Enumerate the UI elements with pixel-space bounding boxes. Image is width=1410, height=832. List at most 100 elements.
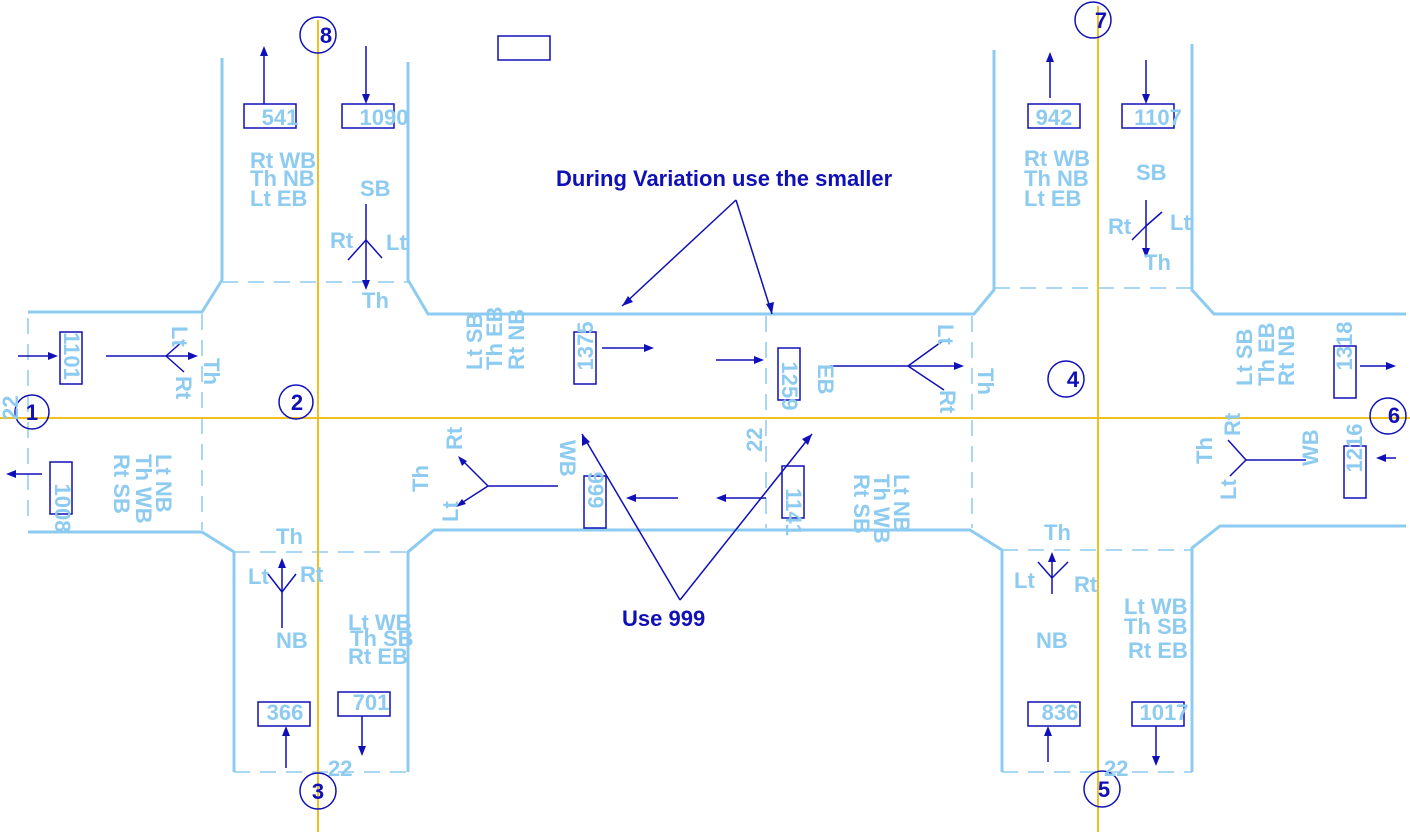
node-5-label: 5 [1098, 777, 1110, 802]
volume-1017: 1017 [1140, 700, 1189, 725]
node-3-label: 3 [312, 779, 324, 804]
volume-boxes-bottom: 366 701 836 1017 [257, 690, 1189, 727]
volume-box-999 [583, 475, 607, 529]
node-2-label: 2 [291, 390, 303, 415]
volume-1090: 1090 [360, 105, 409, 130]
label-rt-sb: Rt SB [109, 454, 134, 514]
movement-labels-n7: Rt WB Th NB Lt EB SB Rt Lt Th [1024, 146, 1191, 275]
volume-1101: 1101 [59, 332, 84, 380]
volume-1375: 1375 [573, 322, 598, 371]
volume-box-1141 [781, 465, 805, 519]
movement-labels-link-bottom: Rt Th Lt WB Lt NB Th WB Rt SB [408, 426, 914, 544]
volume-boxes-rotated: 1101 1008 1375 1259 999 1141 1318 1216 [49, 322, 1367, 536]
label-rt-eb: Rt EB [348, 644, 408, 669]
label-th: Th [362, 288, 389, 313]
node-5-circle [1083, 770, 1121, 808]
node-7-circle [1074, 1, 1112, 39]
node-4-label: 4 [1067, 367, 1080, 392]
nodes: 1 2 3 4 5 6 7 8 [14, 1, 1407, 810]
label-wb: WB [1298, 429, 1323, 466]
centre-axes [0, 6, 1410, 832]
movement-labels-n2-eb: Lt Th Rt Lt NB Th WB Rt SB [109, 326, 224, 524]
road-edges [28, 44, 1406, 772]
label-lt-nb: Lt NB [889, 474, 914, 533]
label-th: Th [1192, 437, 1217, 464]
node-2-circle [278, 384, 314, 420]
label-rt-eb: Rt EB [1128, 638, 1188, 663]
label-eb: EB [813, 364, 838, 395]
node-8-label: 8 [320, 23, 332, 48]
volume-942: 942 [1036, 105, 1073, 130]
label-wb: WB [555, 440, 580, 477]
volume-1107: 1107 [1134, 105, 1182, 130]
volume-box-1107 [1121, 103, 1175, 129]
volume-1008: 1008 [50, 484, 75, 533]
label-rt: Rt [935, 390, 960, 414]
movement-labels-link-top: Lt SB Th EB Rt NB EB Lt Th Rt [462, 306, 998, 413]
use-999-note: Use 999 [622, 606, 705, 631]
label-lt-eb: Lt EB [1024, 186, 1081, 211]
node-7-label: 7 [1095, 8, 1107, 33]
volume-541: 541 [262, 105, 299, 130]
label-th-eb: Th EB [1254, 322, 1279, 386]
volume-999: 999 [583, 472, 608, 509]
label-th-nb: Th NB [250, 166, 315, 191]
label-lt: Lt [438, 501, 463, 522]
volume-box-1318 [1333, 345, 1357, 399]
label-rt: Rt [442, 426, 467, 450]
volume-box-1101 [59, 331, 83, 385]
label-th-sb: Th SB [350, 626, 414, 651]
callout-lines [581, 199, 813, 601]
label-lt-sb: Lt SB [1232, 329, 1257, 386]
label-sb: SB [360, 176, 391, 201]
label-rt: Rt [171, 376, 196, 400]
label-rt-wb: Rt WB [1024, 146, 1090, 171]
movement-labels-n3: Th Lt Rt NB Lt WB Th SB Rt EB [248, 524, 414, 669]
volume-box-1017 [1131, 701, 1185, 727]
label-rt: Rt [1074, 572, 1098, 597]
volume-701: 701 [353, 690, 390, 715]
turn-arrows [106, 200, 1306, 628]
empty-box [497, 35, 551, 61]
label-th-sb: Th SB [1124, 614, 1188, 639]
label-th: Th [973, 368, 998, 395]
label-rt: Rt [1108, 214, 1132, 239]
volume-box-1008 [49, 461, 73, 515]
label-th-nb: Th NB [1024, 166, 1089, 191]
label-lt: Lt [933, 324, 958, 345]
node-6-label: 6 [1388, 403, 1400, 428]
node-6-circle [1369, 397, 1407, 435]
label-th: Th [408, 465, 433, 492]
label-rt-nb: Rt NB [504, 309, 529, 370]
label-lt: Lt [386, 230, 407, 255]
variation-note: During Variation use the smaller [556, 166, 893, 191]
volume-box-701 [337, 691, 391, 717]
node-8-circle [299, 16, 337, 54]
volume-boxes-top: 541 1090 942 1107 [243, 103, 1182, 130]
node-1-label: 1 [26, 400, 38, 425]
volume-box-1090 [341, 103, 395, 129]
volume-box-942 [1027, 103, 1081, 129]
label-th-eb: Th EB [482, 306, 507, 370]
volume-1318: 1318 [1332, 322, 1357, 371]
label-nb: NB [276, 628, 308, 653]
volume-366: 366 [267, 700, 304, 725]
volume-box-1375 [573, 331, 597, 385]
label-rt-wb: Rt WB [250, 148, 316, 173]
label-lt-sb: Lt SB [462, 313, 487, 370]
label-th: Th [276, 524, 303, 549]
volume-box-836 [1027, 701, 1081, 727]
volume-836: 836 [1042, 700, 1079, 725]
label-lt-eb: Lt EB [250, 186, 307, 211]
label-th-wb: Th WB [131, 454, 156, 524]
label-rt: Rt [300, 562, 324, 587]
label-th: Th [1144, 250, 1171, 275]
label-nb: NB [1036, 628, 1068, 653]
label-rt-nb: Rt NB [1274, 325, 1299, 386]
label-th: Th [1044, 520, 1071, 545]
movement-labels-n5: Th Lt Rt NB Lt WB Th SB Rt EB [1014, 520, 1188, 663]
movement-labels-n8: Rt WB Th NB Lt EB SB Rt Lt Th [250, 148, 407, 313]
width-labels: 22 22 22 22 [0, 396, 1128, 781]
label-lt: Lt [1170, 210, 1191, 235]
label-lt: Lt [1014, 568, 1035, 593]
